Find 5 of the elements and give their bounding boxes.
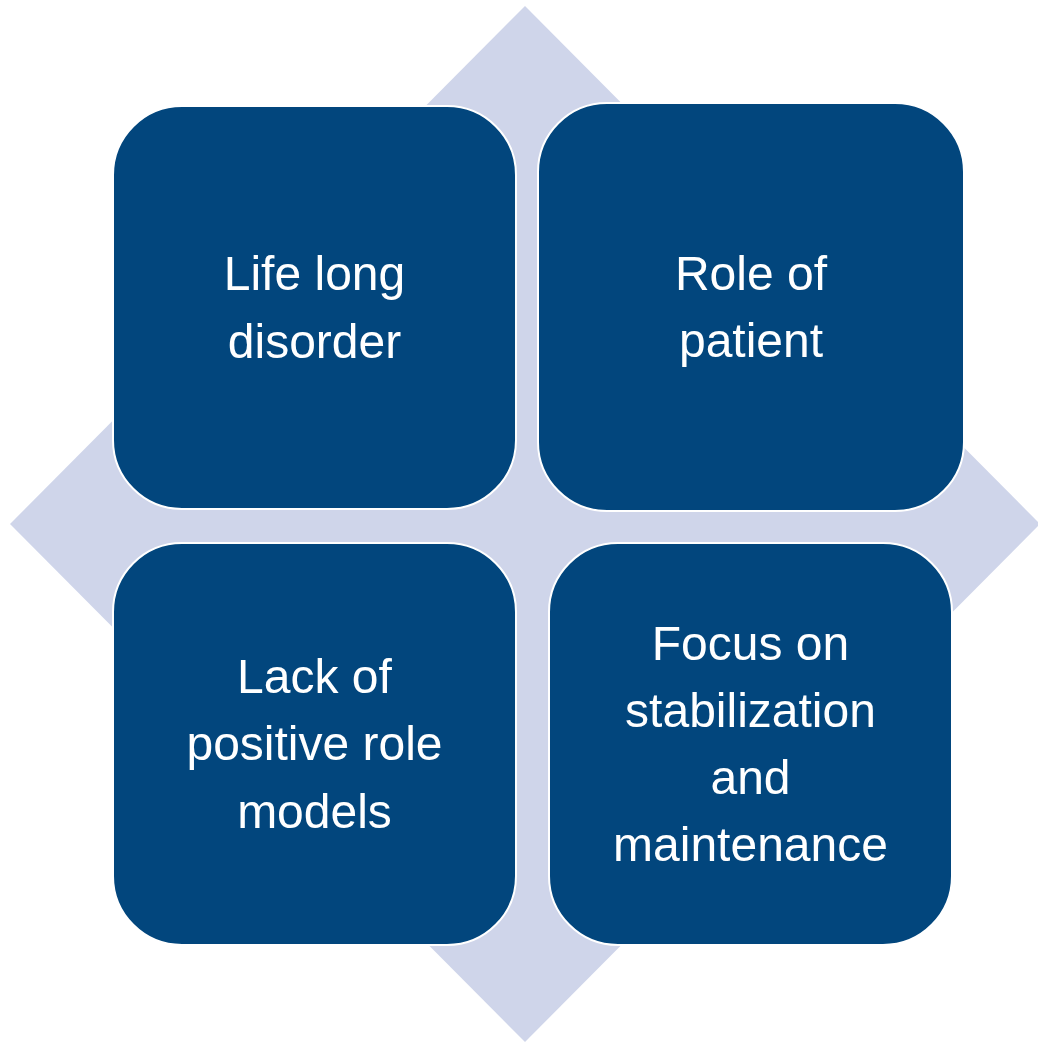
text-box: Lack of positive role models bbox=[112, 542, 517, 946]
text-box: Role of patient bbox=[537, 102, 965, 512]
text-box: Life long disorder bbox=[112, 105, 517, 510]
background-diamond bbox=[10, 6, 1038, 1042]
text-box: Focus on stabilization and maintenance bbox=[548, 542, 953, 946]
